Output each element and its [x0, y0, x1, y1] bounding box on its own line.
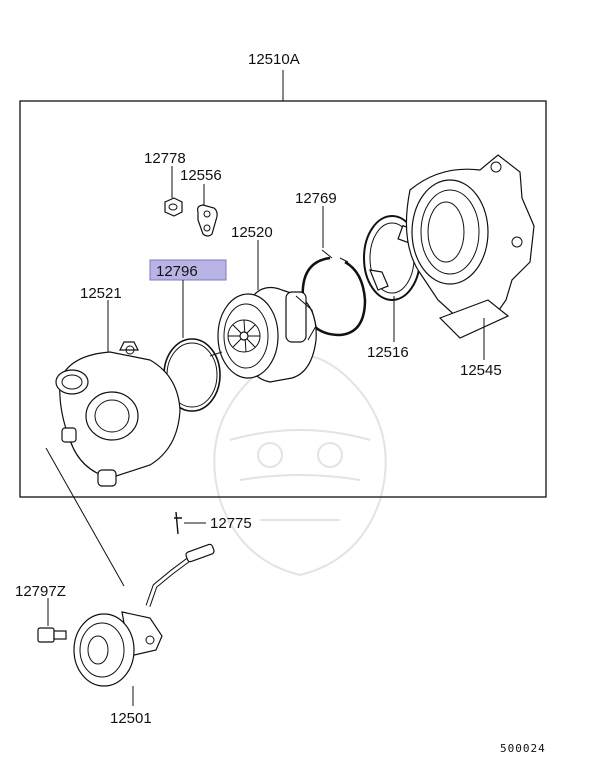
diagram-code: 500024	[500, 742, 546, 755]
callout-12510a: 12510A	[248, 51, 300, 68]
callout-12778: 12778	[144, 150, 186, 167]
part-12769-snap-ring[interactable]	[301, 206, 367, 337]
part-12796-o-ring[interactable]	[149, 259, 227, 412]
callout-12775: 12775	[210, 515, 252, 532]
callout-12797z: 12797Z	[15, 583, 66, 600]
part-12556-lock-plate[interactable]	[196, 184, 218, 237]
compressor-wheel-icon	[227, 319, 261, 353]
callout-12516: 12516	[367, 344, 409, 361]
callout-12556: 12556	[180, 167, 222, 184]
callout-12520: 12520	[231, 224, 273, 241]
callout-12769: 12769	[295, 190, 337, 207]
part-12520-cartridge[interactable]	[209, 240, 317, 383]
part-12501-actuator[interactable]	[73, 543, 215, 706]
callout-12545: 12545	[460, 362, 502, 379]
callout-12521: 12521	[80, 285, 122, 302]
part-12797z-bolt[interactable]	[37, 598, 67, 643]
callout-12796[interactable]: 12796	[156, 263, 198, 280]
callout-12796-highlight	[149, 259, 227, 281]
leader-actuator-link	[45, 447, 125, 587]
callout-12501: 12501	[110, 710, 152, 727]
part-12521-compressor-housing[interactable]	[55, 300, 181, 487]
part-12775-clip[interactable]	[174, 511, 206, 535]
part-12778-nut[interactable]	[164, 166, 183, 217]
part-12545-turbine-housing[interactable]	[405, 154, 535, 360]
watermark-emblem	[213, 354, 387, 577]
